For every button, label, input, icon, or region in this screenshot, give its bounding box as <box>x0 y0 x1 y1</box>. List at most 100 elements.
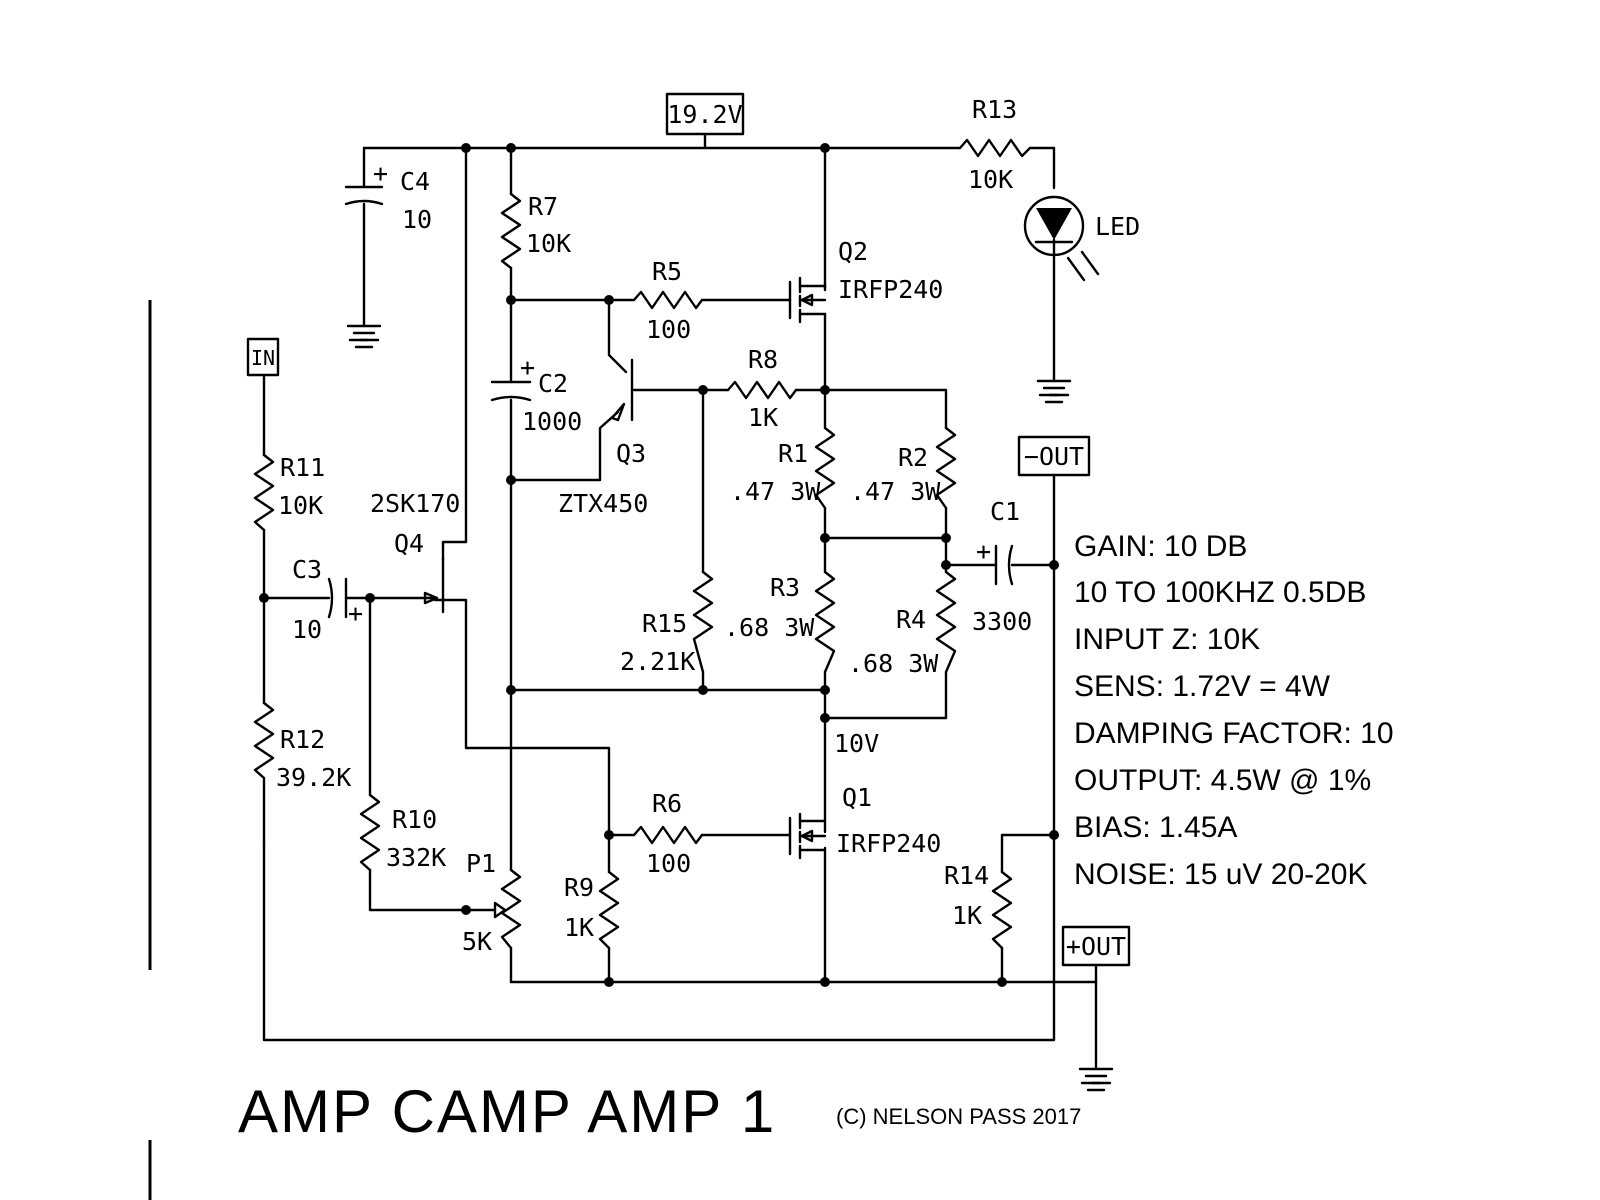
r2-ref: R2 <box>898 443 928 472</box>
q4-value: 2SK170 <box>370 489 460 518</box>
led-ref: LED <box>1095 212 1140 241</box>
input-port: IN <box>246 337 280 377</box>
ground-icon <box>346 324 382 342</box>
p1-ref: P1 <box>466 849 496 878</box>
r2-value: .47 3W <box>850 477 941 506</box>
r13-value: 10K <box>968 165 1013 194</box>
r7-ref: R7 <box>528 192 558 221</box>
r11-value: 10K <box>278 491 323 520</box>
c1-ref: C1 <box>990 497 1020 526</box>
r1-ref: R1 <box>778 439 808 468</box>
r9-ref: R9 <box>564 873 594 902</box>
jfet-q4: 2SK170 Q4 <box>370 489 460 614</box>
q1-value: IRFP240 <box>836 829 941 858</box>
r12-ref: R12 <box>280 725 325 754</box>
svg-text:+: + <box>520 353 535 382</box>
r5-ref: R5 <box>652 257 682 286</box>
ground-icon <box>1036 379 1072 397</box>
q3-value: ZTX450 <box>558 489 648 518</box>
plus-out-label: +OUT <box>1066 932 1126 961</box>
r14-value: 1K <box>952 901 982 930</box>
resistor-r1: R1 .47 3W <box>730 426 836 510</box>
q2-value: IRFP240 <box>838 275 943 304</box>
r11-ref: R11 <box>280 453 325 482</box>
spec-input-impedance: INPUT Z: 10K <box>1074 623 1260 656</box>
r3-value: .68 3W <box>724 613 815 642</box>
resistor-r15: R15 2.21K <box>620 570 714 676</box>
input-label: IN <box>251 346 275 370</box>
r6-ref: R6 <box>652 789 682 818</box>
spec-bias: BIAS: 1.45A <box>1074 811 1237 844</box>
r14-ref: R14 <box>944 861 989 890</box>
r9-value: 1K <box>564 913 594 942</box>
resistor-r5: R5 100 <box>632 257 704 344</box>
r15-value: 2.21K <box>620 647 695 676</box>
resistor-r10: R10 332K <box>359 793 446 872</box>
p1-value: 5K <box>462 927 492 956</box>
r3-ref: R3 <box>770 573 800 602</box>
c1-value: 3300 <box>972 607 1032 636</box>
resistor-r7: R7 10K <box>500 192 571 270</box>
r6-value: 100 <box>646 849 691 878</box>
capacitor-c1: + C1 3300 <box>972 497 1032 636</box>
spec-damping-factor: DAMPING FACTOR: 10 <box>1074 717 1394 750</box>
potentiometer-p1: P1 5K <box>462 849 522 956</box>
resistor-r12: R12 39.2K <box>253 701 351 847</box>
q2-ref: Q2 <box>838 237 868 266</box>
r13-ref: R13 <box>972 95 1017 124</box>
plus-out-port: +OUT <box>1061 925 1131 967</box>
c4-ref: C4 <box>400 167 430 196</box>
resistor-r2: R2 .47 3W <box>850 426 957 510</box>
r4-ref: R4 <box>896 605 926 634</box>
mosfet-q1: Q1 IRFP240 <box>788 783 941 860</box>
resistor-r3: R3 .68 3W <box>724 570 836 674</box>
spec-noise: NOISE: 15 uV 20-20K <box>1074 858 1368 891</box>
c4-value: 10 <box>402 205 432 234</box>
schematic-title: AMP CAMP AMP 1 <box>238 1078 776 1145</box>
c2-ref: C2 <box>538 369 568 398</box>
specifications-list: GAIN: 10 DB 10 TO 100KHZ 0.5DB INPUT Z: … <box>1074 530 1394 891</box>
led-indicator: LED <box>1023 195 1140 282</box>
spec-sensitivity: SENS: 1.72V = 4W <box>1074 670 1331 703</box>
c3-ref: C3 <box>292 555 322 584</box>
resistor-r11: R11 10K <box>253 453 325 532</box>
supply-voltage: 19.2V <box>667 100 742 129</box>
r10-value: 332K <box>386 843 446 872</box>
r15-ref: R15 <box>642 609 687 638</box>
resistor-r4: R4 .68 3W <box>848 570 957 678</box>
q4-ref: Q4 <box>394 529 424 558</box>
junction-dots <box>259 143 1059 987</box>
q1-ref: Q1 <box>842 783 872 812</box>
r8-ref: R8 <box>748 345 778 374</box>
r7-value: 10K <box>526 229 571 258</box>
r10-ref: R10 <box>392 805 437 834</box>
svg-text:+: + <box>348 599 363 628</box>
copyright-notice: (C) NELSON PASS 2017 <box>836 1104 1081 1129</box>
capacitor-c2: + C2 1000 <box>490 353 582 436</box>
q3-ref: Q3 <box>616 439 646 468</box>
spec-bandwidth: 10 TO 100KHZ 0.5DB <box>1074 576 1366 609</box>
c3-value: 10 <box>292 615 322 644</box>
transistor-q3: Q3 ZTX450 <box>558 358 648 518</box>
capacitor-c4: + C4 10 <box>344 159 432 234</box>
resistor-r9: R9 1K <box>564 870 620 950</box>
ground-icon <box>1078 1067 1114 1085</box>
svg-text:+: + <box>373 159 388 188</box>
r5-value: 100 <box>646 315 691 344</box>
r8-value: 1K <box>748 403 778 432</box>
resistor-r14: R14 1K <box>944 861 1013 950</box>
r4-value: .68 3W <box>848 649 939 678</box>
node-voltage-label: 10V <box>834 729 879 758</box>
supply-rail-label: 19.2V <box>665 92 745 136</box>
mosfet-q2: Q2 IRFP240 <box>788 237 943 324</box>
capacitor-c3: + C3 10 <box>292 555 363 644</box>
spec-output: OUTPUT: 4.5W @ 1% <box>1074 764 1371 797</box>
resistor-r13: R13 10K <box>958 95 1032 194</box>
resistor-r8: R8 1K <box>726 345 798 432</box>
c2-value: 1000 <box>522 407 582 436</box>
minus-out-label: −OUT <box>1024 442 1084 471</box>
r12-value: 39.2K <box>276 763 351 792</box>
r1-value: .47 3W <box>730 477 821 506</box>
svg-text:+: + <box>976 537 991 566</box>
